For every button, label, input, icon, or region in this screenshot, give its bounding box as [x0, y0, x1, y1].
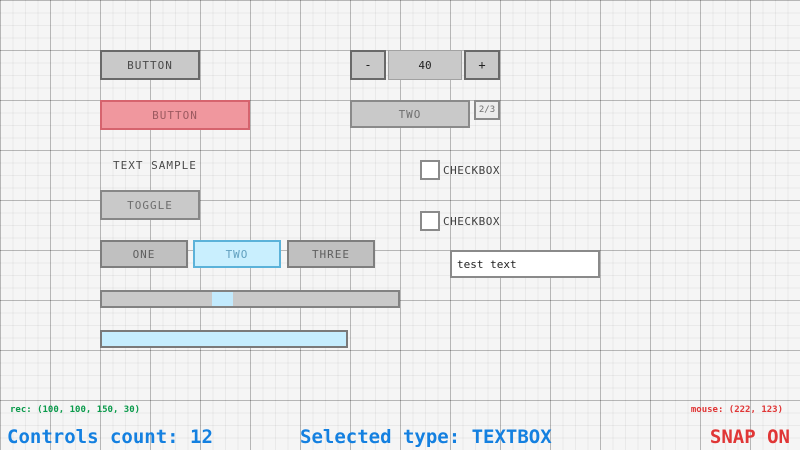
combobox-counter[interactable]: 2/3	[474, 100, 500, 120]
checkbox-2-label: CHECKBOX	[443, 214, 500, 228]
mouse-status-label: mouse: (222, 123)	[690, 405, 783, 415]
combobox[interactable]: TWO	[350, 100, 470, 128]
slider-handle[interactable]	[212, 292, 233, 306]
spinner-decrement-button[interactable]: -	[350, 50, 386, 80]
checkbox-1-label: CHECKBOX	[443, 163, 500, 177]
button[interactable]: BUTTON	[100, 50, 200, 80]
toggle-group-item-two[interactable]: TWO	[193, 240, 281, 268]
checkbox-1[interactable]	[420, 160, 440, 180]
checkbox-2[interactable]	[420, 211, 440, 231]
toggle-group-item-one[interactable]: ONE	[100, 240, 188, 268]
controls-count-label: Controls count: 12	[7, 426, 213, 448]
selected-type-label: Selected type: TEXTBOX	[300, 426, 552, 448]
toggle-group-item-three[interactable]: THREE	[287, 240, 375, 268]
red-button[interactable]: BUTTON	[100, 100, 250, 130]
spinner-value[interactable]: 40	[388, 50, 462, 80]
snap-status-label: SNAP ON	[709, 426, 790, 448]
rec-status-label: rec: (100, 100, 150, 30)	[10, 405, 141, 415]
text-sample-label: TEXT SAMPLE	[113, 158, 197, 172]
slider[interactable]	[100, 290, 400, 308]
textbox[interactable]: test text	[450, 250, 600, 278]
progress-bar	[100, 330, 348, 348]
spinner-increment-button[interactable]: +	[464, 50, 500, 80]
toggle-button[interactable]: TOGGLE	[100, 190, 200, 220]
